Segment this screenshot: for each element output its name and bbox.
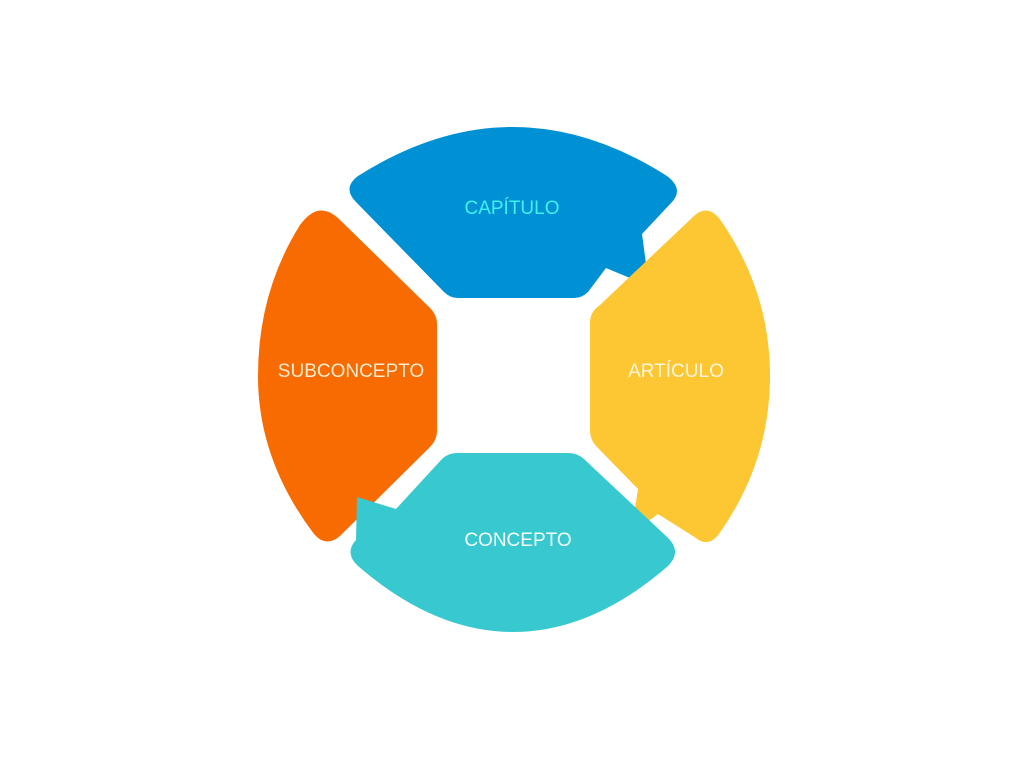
label-concepto: CONCEPTO xyxy=(464,530,571,551)
label-subconcepto: SUBCONCEPTO xyxy=(278,361,424,382)
label-capitulo: CAPÍTULO xyxy=(464,198,559,219)
segment-capitulo xyxy=(349,127,677,298)
segment-subconcepto xyxy=(258,210,437,542)
segment-concepto xyxy=(350,453,676,632)
segment-articulo xyxy=(590,210,770,543)
label-articulo: ARTÍCULO xyxy=(628,361,724,382)
